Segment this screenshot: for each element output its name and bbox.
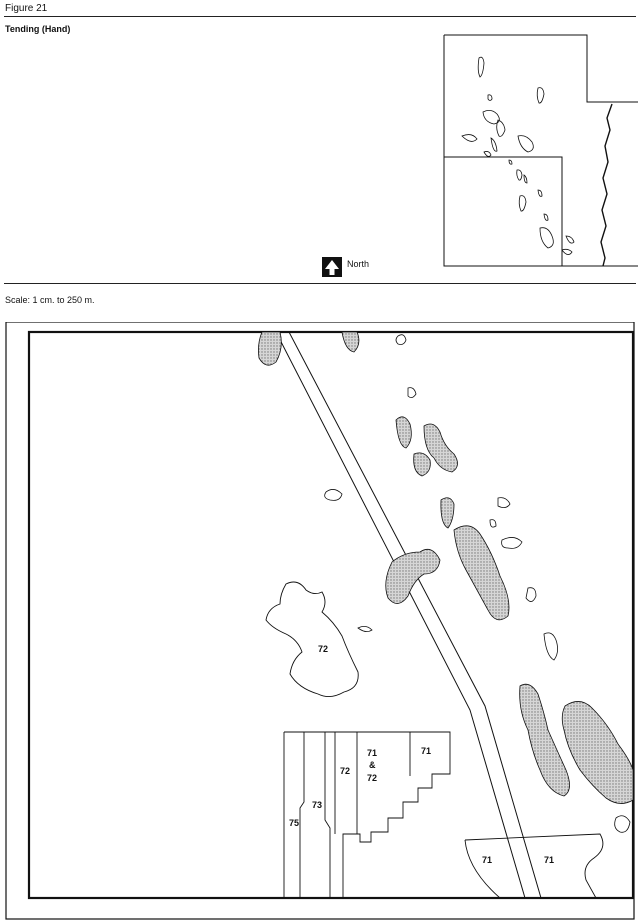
main-map: 72 75 73 72 71 & 72 71 71 71 (5, 322, 635, 920)
zone-label: 73 (312, 800, 322, 810)
road-corridor-west (275, 332, 526, 898)
pond-outlines (324, 334, 631, 833)
map-outer-frame (5, 322, 635, 920)
zone-label: 71 (367, 748, 377, 758)
inset-boundary (443, 34, 638, 267)
inset-locator-map (443, 34, 638, 267)
zone-label: 72 (367, 773, 377, 783)
top-rule (4, 16, 636, 17)
map-inner-frame (27, 330, 635, 900)
inset-river (600, 103, 613, 267)
zone-label: 72 (318, 644, 328, 654)
zone-label: & (369, 760, 376, 770)
zone-label: 71 (482, 855, 492, 865)
stand-blocks (283, 731, 604, 898)
figure-number: Figure 21 (5, 3, 48, 14)
road-corridor-east (288, 332, 542, 898)
north-label: North (347, 259, 370, 269)
north-arrow-icon (322, 257, 342, 277)
figure-title: Tending (Hand) (5, 24, 71, 34)
wetland-areas (258, 332, 633, 804)
mid-rule (4, 283, 636, 284)
zone-label: 75 (289, 818, 299, 828)
zone-label: 71 (544, 855, 554, 865)
scale-label: Scale: 1 cm. to 250 m. (5, 295, 95, 305)
inset-lakes (461, 56, 575, 255)
inset-study-area-box (443, 156, 563, 267)
stand-72-west (265, 581, 359, 697)
zone-label: 71 (421, 746, 431, 756)
zone-label: 72 (340, 766, 350, 776)
